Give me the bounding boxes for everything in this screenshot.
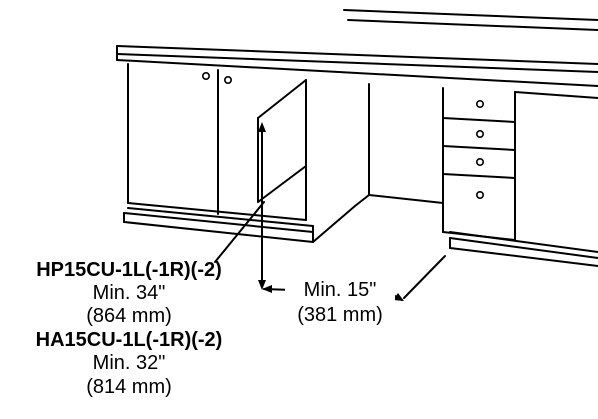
height-model-a-min: Min. 34" bbox=[92, 282, 166, 304]
opening-interior bbox=[257, 79, 444, 243]
arrow-right-icon bbox=[393, 293, 404, 301]
drawer-knob-icon bbox=[475, 191, 484, 200]
arrow-down-icon bbox=[258, 280, 266, 290]
width-mm-label: (381 mm) bbox=[297, 304, 383, 326]
drawer-knob-icon bbox=[475, 130, 484, 139]
arrow-up-icon bbox=[258, 122, 266, 132]
height-model-b-label: HA15CU-1L(-1R)(-2) bbox=[35, 329, 223, 351]
height-dimension bbox=[214, 122, 266, 290]
height-model-a-mm: (864 mm) bbox=[86, 305, 172, 327]
countertop bbox=[116, 45, 598, 87]
drawer-knob-icon bbox=[475, 100, 484, 109]
left-cabinet bbox=[123, 63, 314, 243]
drawer-knob-icon bbox=[475, 158, 484, 167]
door-knobs bbox=[202, 72, 233, 85]
width-min-label: Min. 15" bbox=[285, 279, 395, 301]
drawer-stack bbox=[442, 87, 598, 267]
door-knob-icon bbox=[224, 76, 233, 85]
height-model-b-mm: (814 mm) bbox=[86, 376, 172, 398]
drawer-knobs bbox=[475, 100, 484, 200]
height-model-a-label: HP15CU-1L(-1R)(-2) bbox=[36, 259, 222, 281]
door-knob-icon bbox=[202, 72, 211, 81]
height-model-b-min: Min. 32" bbox=[92, 352, 166, 374]
arrow-left-icon bbox=[262, 285, 272, 293]
wall-top-lines bbox=[343, 9, 598, 31]
